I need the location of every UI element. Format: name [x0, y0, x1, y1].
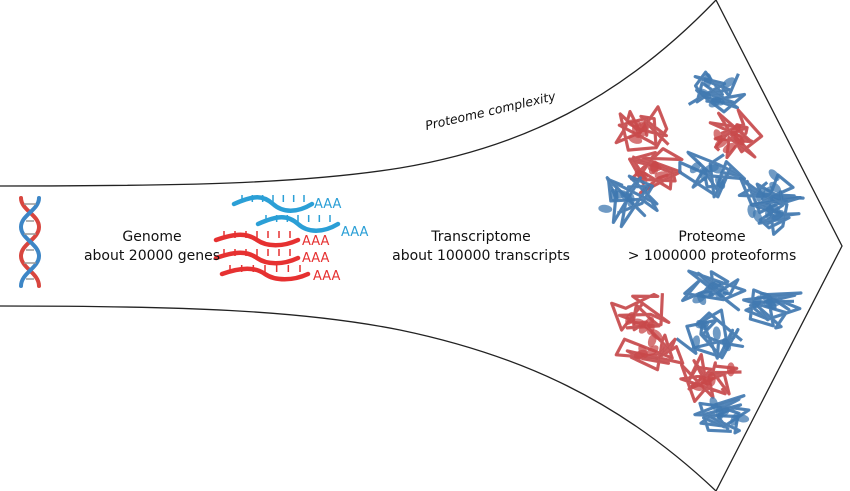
funnel-bottom-edge: [0, 305, 717, 491]
arrow-head: [715, 0, 843, 491]
transcript: AAA: [213, 231, 330, 249]
transcript-tail: AAA: [302, 234, 330, 249]
genome-title: Genome: [122, 229, 182, 245]
genome-label: Genome about 20000 genes: [82, 228, 222, 266]
dna-helix-icon: [18, 196, 42, 288]
proteins-group: [598, 70, 805, 435]
proteome-title: Proteome: [678, 229, 746, 245]
funnel-top-edge: [0, 0, 717, 187]
protein-structure-icon: [675, 308, 745, 360]
protein-structure-icon: [679, 353, 742, 403]
transcript-strand: [219, 266, 311, 282]
protein-structure-icon: [610, 292, 671, 335]
transcript-strand: [255, 215, 341, 233]
transcript: AAA: [219, 265, 341, 284]
transcript-tail: AAA: [341, 225, 369, 240]
transcript-tail: AAA: [313, 269, 341, 284]
protein-structure-icon: [742, 288, 803, 330]
protein-structure-icon: [614, 324, 685, 372]
protein-structure-icon: [614, 105, 670, 152]
protein-structure-icon: [747, 190, 802, 236]
protein-structure-icon: [598, 174, 659, 229]
genome-detail: about 20000 genes: [83, 248, 221, 264]
transcripts-group: AAA AAA AAA AAA AAA: [213, 195, 369, 284]
protein-structure-icon: [678, 150, 747, 199]
transcript: AAA: [213, 249, 330, 266]
transcriptome-label: Transcriptome about 100000 transcripts: [376, 228, 586, 266]
proteome-detail: > 1000000 proteoforms: [627, 248, 797, 264]
protein-structure-icon: [681, 269, 747, 312]
transcriptome-title: Transcriptome: [431, 229, 531, 245]
transcript: AAA: [231, 195, 342, 213]
transcript-strand: [213, 232, 301, 248]
transcriptome-detail: about 100000 transcripts: [392, 248, 570, 264]
transcript: AAA: [255, 215, 369, 240]
protein-structure-icon: [687, 70, 747, 114]
transcript-tail: AAA: [314, 197, 342, 212]
transcript-strand: [213, 250, 301, 266]
protein-structure-icon: [628, 147, 684, 195]
proteome-label: Proteome > 1000000 proteoforms: [612, 228, 812, 266]
protein-structure-icon: [693, 394, 751, 435]
transcript-tail: AAA: [302, 251, 330, 266]
protein-structure-icon: [708, 108, 764, 160]
transcript-strand: [231, 195, 315, 213]
